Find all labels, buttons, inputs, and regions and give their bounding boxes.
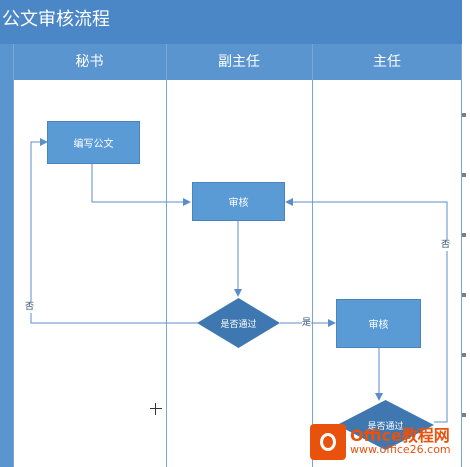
edge-write-to-review (91, 164, 191, 206)
resize-handle[interactable] (462, 233, 466, 237)
node-write-document[interactable]: 编写公文 (47, 121, 140, 164)
page-title: 公文审核流程 (2, 9, 110, 30)
title-bar: 公文审核流程 (0, 0, 462, 44)
lane-header-director: 主任 (373, 54, 401, 70)
decision-approve-deputy-label: 是否通过 (220, 319, 257, 330)
lane-left-strip (0, 80, 13, 467)
resize-handle[interactable] (462, 353, 466, 357)
lane-header-secretary: 秘书 (75, 54, 104, 70)
watermark-url: www.office26.com (350, 443, 451, 456)
decision-approve-deputy[interactable]: 是否通过 (197, 298, 280, 348)
resize-handle[interactable] (462, 173, 466, 177)
edge-label-no-right: 否 (441, 240, 451, 251)
crosshair-cursor-icon (150, 403, 162, 415)
lane-divider (166, 44, 167, 467)
decision-approve-director-label: 是否通过 (367, 421, 404, 432)
node-review-director[interactable]: 审核 (336, 299, 421, 348)
resize-handle[interactable] (462, 113, 466, 117)
edge-label-yes: 是 (302, 318, 312, 329)
node-review-deputy[interactable]: 审核 (192, 182, 285, 221)
lane-header-row: 秘书 副主任 主任 (0, 44, 462, 80)
lane-divider (13, 44, 14, 467)
watermark: Office教程网 www.office26.com (304, 420, 470, 467)
edge-director-no-to-review (285, 198, 448, 423)
office-logo-icon (310, 424, 346, 460)
lane-header-deputy-director: 副主任 (218, 54, 260, 70)
decision-approve-director[interactable]: 是否通过 (337, 400, 434, 450)
resize-handle[interactable] (462, 413, 466, 417)
edge-label-no-left: 否 (25, 302, 35, 313)
edge-decision-no-to-write (30, 138, 198, 324)
lane-divider (312, 44, 313, 467)
watermark-text: Office教程网 (350, 426, 450, 445)
lane-divider (461, 44, 462, 467)
resize-handle[interactable] (462, 293, 466, 297)
